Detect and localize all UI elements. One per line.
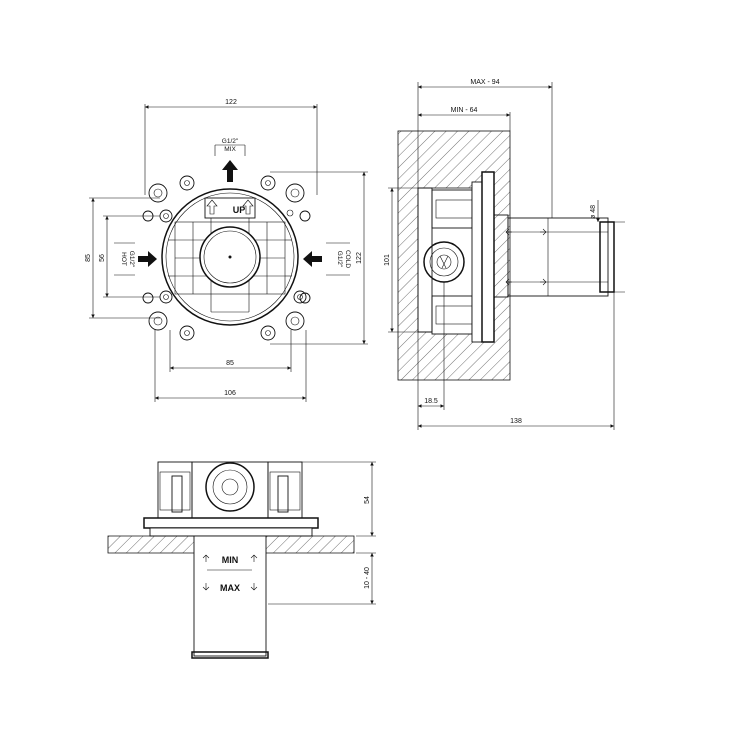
hot-thread-label: G1/2": [128, 251, 135, 268]
dim-label-85-bottom: 85: [226, 360, 234, 367]
dimension-122-top: 122: [144, 99, 318, 195]
dimension-138: 138: [417, 292, 615, 430]
dim-label-122-top: 122: [225, 99, 237, 106]
max-label: MAX: [220, 583, 240, 593]
dim-label-85-left: 85: [85, 254, 92, 262]
dim-label-122-right: 122: [356, 252, 363, 264]
bottom-view: MIN MAX 54 10 - 40: [107, 461, 376, 659]
up-label: UP: [233, 205, 246, 215]
dimension-56-left: 56: [99, 215, 160, 298]
hot-label: HOT: [120, 252, 127, 266]
dim-label-106-bottom: 106: [224, 390, 236, 397]
dimension-18-5: 18.5: [417, 282, 445, 410]
dimension-max: MAX - 94: [417, 79, 553, 218]
cold-label: COLD: [344, 250, 351, 268]
valve-body-front: UP: [138, 160, 322, 341]
mix-arrow: [222, 160, 238, 182]
dim-label-56-left: 56: [99, 254, 106, 262]
dimension-min: MIN - 64: [418, 107, 511, 131]
dimension-106-bottom: 106: [154, 330, 307, 402]
dim-label-min: MIN - 64: [451, 107, 478, 114]
dimension-85-bottom: 85: [169, 330, 292, 372]
front-view: 122 122 85 56: [85, 99, 368, 402]
dim-label-138: 138: [510, 418, 522, 425]
dimension-85-left: 85: [85, 197, 160, 319]
min-label: MIN: [222, 555, 239, 565]
dim-label-101: 101: [384, 254, 391, 266]
cold-arrow: [303, 251, 322, 267]
valve-body-top: [143, 461, 319, 537]
valve-body-side: [417, 171, 615, 343]
dimension-diameter: ø 48: [590, 200, 625, 293]
dim-label-10-40: 10 - 40: [364, 567, 371, 589]
dimension-54: 54: [300, 461, 376, 537]
dim-label-18-5: 18.5: [424, 398, 438, 405]
dim-label-max: MAX - 94: [470, 79, 499, 86]
hot-arrow: [138, 251, 157, 267]
dimension-101: 101: [384, 187, 418, 333]
dimension-122-right: 122: [270, 171, 368, 345]
mix-label: MIX: [224, 146, 236, 153]
dimension-10-40: 10 - 40: [268, 552, 376, 605]
dim-label-54: 54: [364, 496, 371, 504]
side-view: MAX - 94 MIN - 64 101 ø 48 18.5: [384, 79, 625, 430]
dim-label-diameter: ø 48: [590, 205, 597, 219]
cold-thread-label: G1/2": [336, 251, 343, 268]
mix-thread-label: G1/2": [222, 138, 239, 145]
